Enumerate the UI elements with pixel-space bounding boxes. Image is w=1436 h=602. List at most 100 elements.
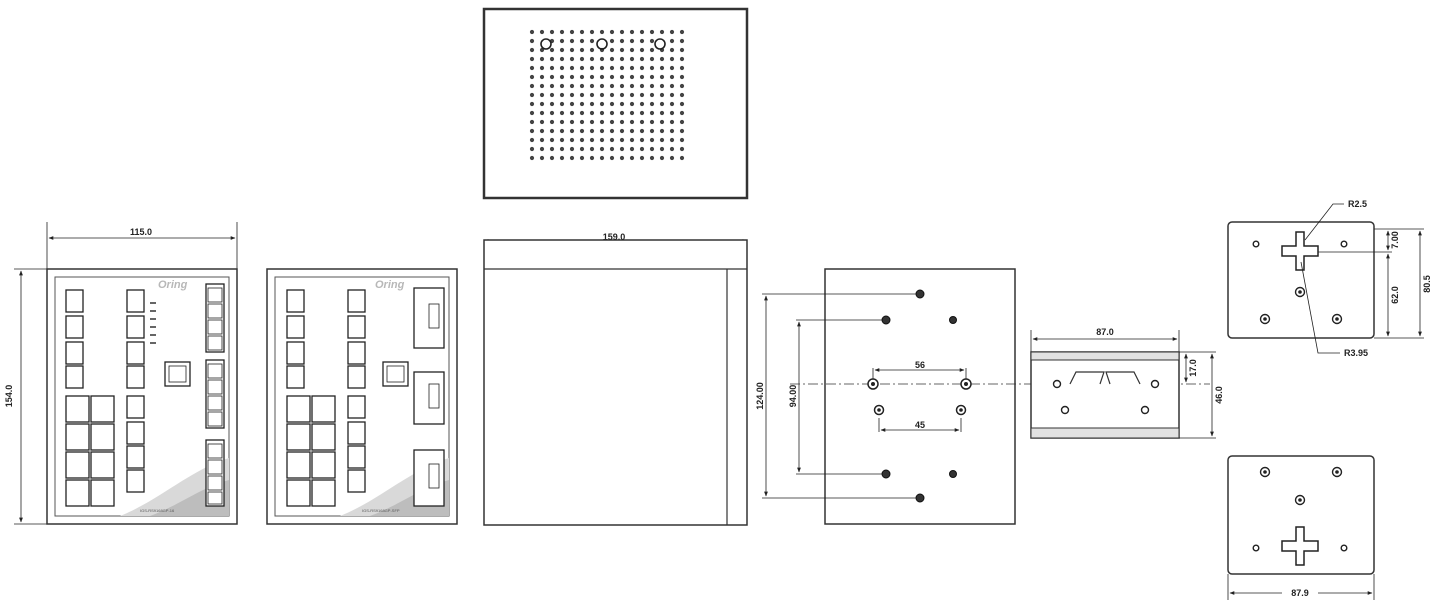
vent-hole [529, 92, 535, 98]
vent-hole [649, 56, 655, 62]
fiber-brand-label: Oring [375, 279, 405, 291]
vent-hole [559, 65, 565, 71]
side-view: 159.0 [483, 232, 748, 526]
vent-hole [669, 56, 675, 62]
vent-hole [569, 128, 575, 134]
vent-hole [579, 56, 585, 62]
vent-hole [559, 101, 565, 107]
vent-hole [559, 47, 565, 53]
vent-hole [639, 137, 645, 143]
vent-hole [549, 155, 555, 161]
vent-hole [569, 119, 575, 125]
vent-hole [589, 101, 595, 107]
vent-hole [569, 92, 575, 98]
vent-hole [539, 29, 545, 35]
vent-hole [639, 38, 645, 44]
vent-hole [619, 29, 625, 35]
vent-hole [599, 146, 605, 152]
vent-hole [639, 101, 645, 107]
vent-hole [649, 101, 655, 107]
vent-hole [679, 38, 685, 44]
vent-hole [659, 74, 665, 80]
vent-hole [549, 137, 555, 143]
vent-hole [589, 74, 595, 80]
vent-hole [639, 119, 645, 125]
vent-hole [589, 29, 595, 35]
vent-hole [539, 83, 545, 89]
vent-hole [609, 110, 615, 116]
back-overall-label: 124.00 [755, 382, 765, 410]
vent-hole [649, 38, 655, 44]
vent-hole [639, 128, 645, 134]
vent-hole [669, 110, 675, 116]
vent-hole [599, 83, 605, 89]
vent-hole [539, 56, 545, 62]
vent-hole [679, 155, 685, 161]
vent-hole [589, 47, 595, 53]
vent-hole [659, 119, 665, 125]
vent-hole [619, 65, 625, 71]
vent-hole [589, 38, 595, 44]
vent-hole [679, 47, 685, 53]
vent-hole [679, 56, 685, 62]
vent-hole [609, 83, 615, 89]
vent-hole [589, 137, 595, 143]
vent-hole [569, 74, 575, 80]
vent-hole [539, 146, 545, 152]
vent-hole [569, 101, 575, 107]
vent-hole [549, 119, 555, 125]
din-width-label: 87.0 [1096, 327, 1114, 337]
vent-hole [559, 74, 565, 80]
vent-hole [529, 146, 535, 152]
vent-hole [549, 146, 555, 152]
vent-hole [659, 155, 665, 161]
vent-hole [679, 119, 685, 125]
vent-hole [529, 101, 535, 107]
vent-hole [669, 155, 675, 161]
vent-hole [659, 128, 665, 134]
vent-hole [599, 119, 605, 125]
vent-hole [679, 101, 685, 107]
vent-hole [629, 137, 635, 143]
vent-hole [569, 65, 575, 71]
vent-hole [579, 74, 585, 80]
vent-hole [619, 119, 625, 125]
vent-hole [549, 74, 555, 80]
vent-hole [559, 29, 565, 35]
vent-hole [559, 155, 565, 161]
vent-hole [629, 146, 635, 152]
vent-hole [679, 128, 685, 134]
vent-hole [569, 137, 575, 143]
vent-hole [619, 92, 625, 98]
fiber-model-label: IGS-RS9168GP-SFP [362, 508, 400, 513]
vent-hole [589, 56, 595, 62]
vent-hole [539, 101, 545, 107]
vent-hole [529, 29, 535, 35]
vent-hole [569, 29, 575, 35]
vent-hole [589, 146, 595, 152]
din-top-label: 17.0 [1188, 359, 1198, 377]
vent-hole [609, 101, 615, 107]
top-view [482, 7, 749, 200]
vent-hole [659, 101, 665, 107]
vent-hole [579, 92, 585, 98]
vent-hole [639, 47, 645, 53]
vent-hole [629, 92, 635, 98]
vent-hole [549, 65, 555, 71]
vent-hole [619, 74, 625, 80]
vent-hole [669, 92, 675, 98]
vent-hole [579, 119, 585, 125]
vent-hole [529, 74, 535, 80]
mount-radius-top-label: R2.5 [1348, 199, 1367, 209]
vent-hole [679, 92, 685, 98]
vent-hole [539, 119, 545, 125]
vent-hole [599, 56, 605, 62]
vent-hole [669, 146, 675, 152]
front-model-label: IGS-RS9168GP-16 [140, 508, 175, 513]
vent-hole [669, 47, 675, 53]
vent-hole [639, 74, 645, 80]
vent-hole [569, 56, 575, 62]
vent-hole [669, 128, 675, 134]
vent-hole [559, 128, 565, 134]
